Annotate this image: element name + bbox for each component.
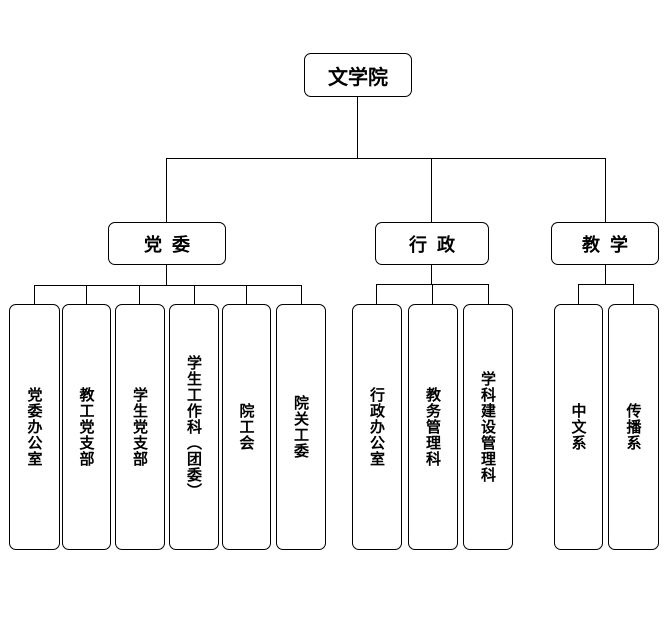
unit-chinese-dept: 中文系 — [554, 304, 603, 550]
unit-label: 院关工委 — [292, 395, 310, 459]
unit-label: 教务管理科 — [424, 387, 442, 467]
unit-college-union: 院工会 — [222, 304, 271, 550]
unit-label: 传播系 — [624, 403, 643, 451]
department-teaching: 教学 — [551, 222, 659, 265]
unit-admin-office: 行政办公室 — [352, 304, 402, 550]
unit-label: 中文系 — [569, 403, 588, 451]
department-label: 党委 — [144, 234, 200, 256]
department-party-committee: 党委 — [108, 222, 226, 265]
unit-label: 党委办公室 — [25, 387, 44, 467]
unit-label: 学生工作科（团委） — [185, 355, 203, 499]
unit-academic-affairs: 教务管理科 — [408, 304, 458, 550]
unit-label: 行政办公室 — [368, 387, 386, 467]
unit-label: 院工会 — [237, 403, 256, 451]
unit-label: 学生党支部 — [131, 387, 149, 467]
unit-communication-dept: 传播系 — [608, 304, 659, 550]
department-administration: 行政 — [375, 222, 489, 265]
department-label: 行政 — [409, 234, 465, 256]
unit-party-office: 党委办公室 — [9, 304, 60, 550]
unit-care-committee: 院关工委 — [276, 304, 326, 550]
unit-staff-party-branch: 教工党支部 — [62, 304, 111, 550]
department-label: 教学 — [582, 234, 638, 256]
root-label: 文学院 — [328, 64, 388, 89]
unit-label: 教工党支部 — [77, 387, 96, 467]
unit-student-party-branch: 学生党支部 — [115, 304, 165, 550]
unit-discipline-construction: 学科建设管理科 — [463, 304, 513, 550]
root-node: 文学院 — [304, 53, 412, 97]
unit-student-affairs: 学生工作科（团委） — [169, 304, 219, 550]
unit-label: 学科建设管理科 — [479, 371, 497, 483]
